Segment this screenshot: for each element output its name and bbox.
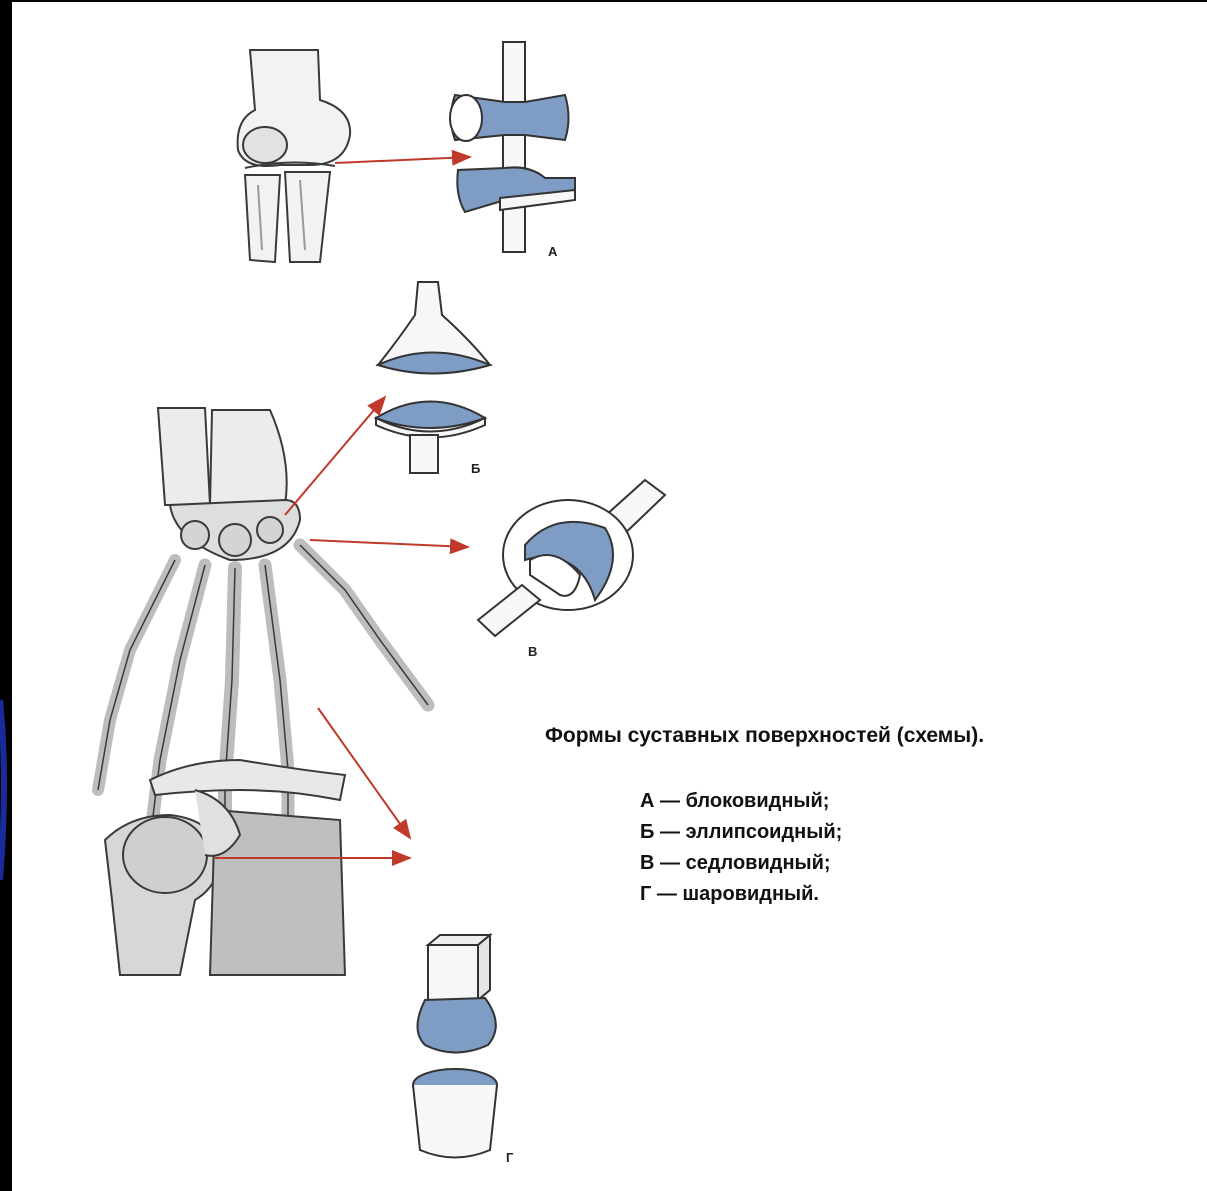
legend-dash: — [660, 821, 680, 843]
legend-letter: В [640, 852, 654, 874]
legend-dash: — [660, 852, 680, 874]
joint-diagram-illustration: А Б В [12, 2, 1207, 1191]
legend-item: В — седловидный; [640, 848, 842, 879]
legend-letter: Б [640, 821, 654, 843]
arrow-wrist-to-b [285, 397, 385, 515]
legend-letter: А [640, 790, 654, 812]
scheme-b-ellipsoid [376, 282, 490, 473]
legend-dash: — [657, 883, 677, 905]
legend-dash: — [660, 790, 680, 812]
label-g: Г [506, 1150, 514, 1165]
elbow-bones-drawing [238, 50, 351, 262]
legend-text: шаровидный. [682, 883, 819, 905]
legend-item: Б — эллипсоидный; [640, 817, 842, 848]
label-a: А [548, 244, 558, 259]
scheme-g-ball [413, 935, 497, 1158]
legend-item: А — блоковидный; [640, 786, 842, 817]
legend: А — блоковидный; Б — эллипсоидный; В — с… [640, 786, 842, 910]
slide-canvas: А Б В [12, 2, 1207, 1191]
legend-text: блоковидный; [686, 790, 830, 812]
legend-text: седловидный; [686, 852, 831, 874]
arrow-elbow-to-a [335, 157, 470, 163]
diagram-title: Формы суставных поверхностей (схемы). [545, 724, 984, 748]
hand-bones-drawing [98, 408, 428, 880]
legend-item: Г — шаровидный. [640, 879, 842, 910]
legend-letter: Г [640, 883, 651, 905]
label-b: Б [471, 461, 480, 476]
label-v: В [528, 644, 537, 659]
scheme-a-hinge [450, 42, 575, 252]
legend-text: эллипсоидный; [686, 821, 843, 843]
arrow-thumb-to-v [310, 540, 468, 547]
scheme-v-saddle [478, 480, 665, 636]
